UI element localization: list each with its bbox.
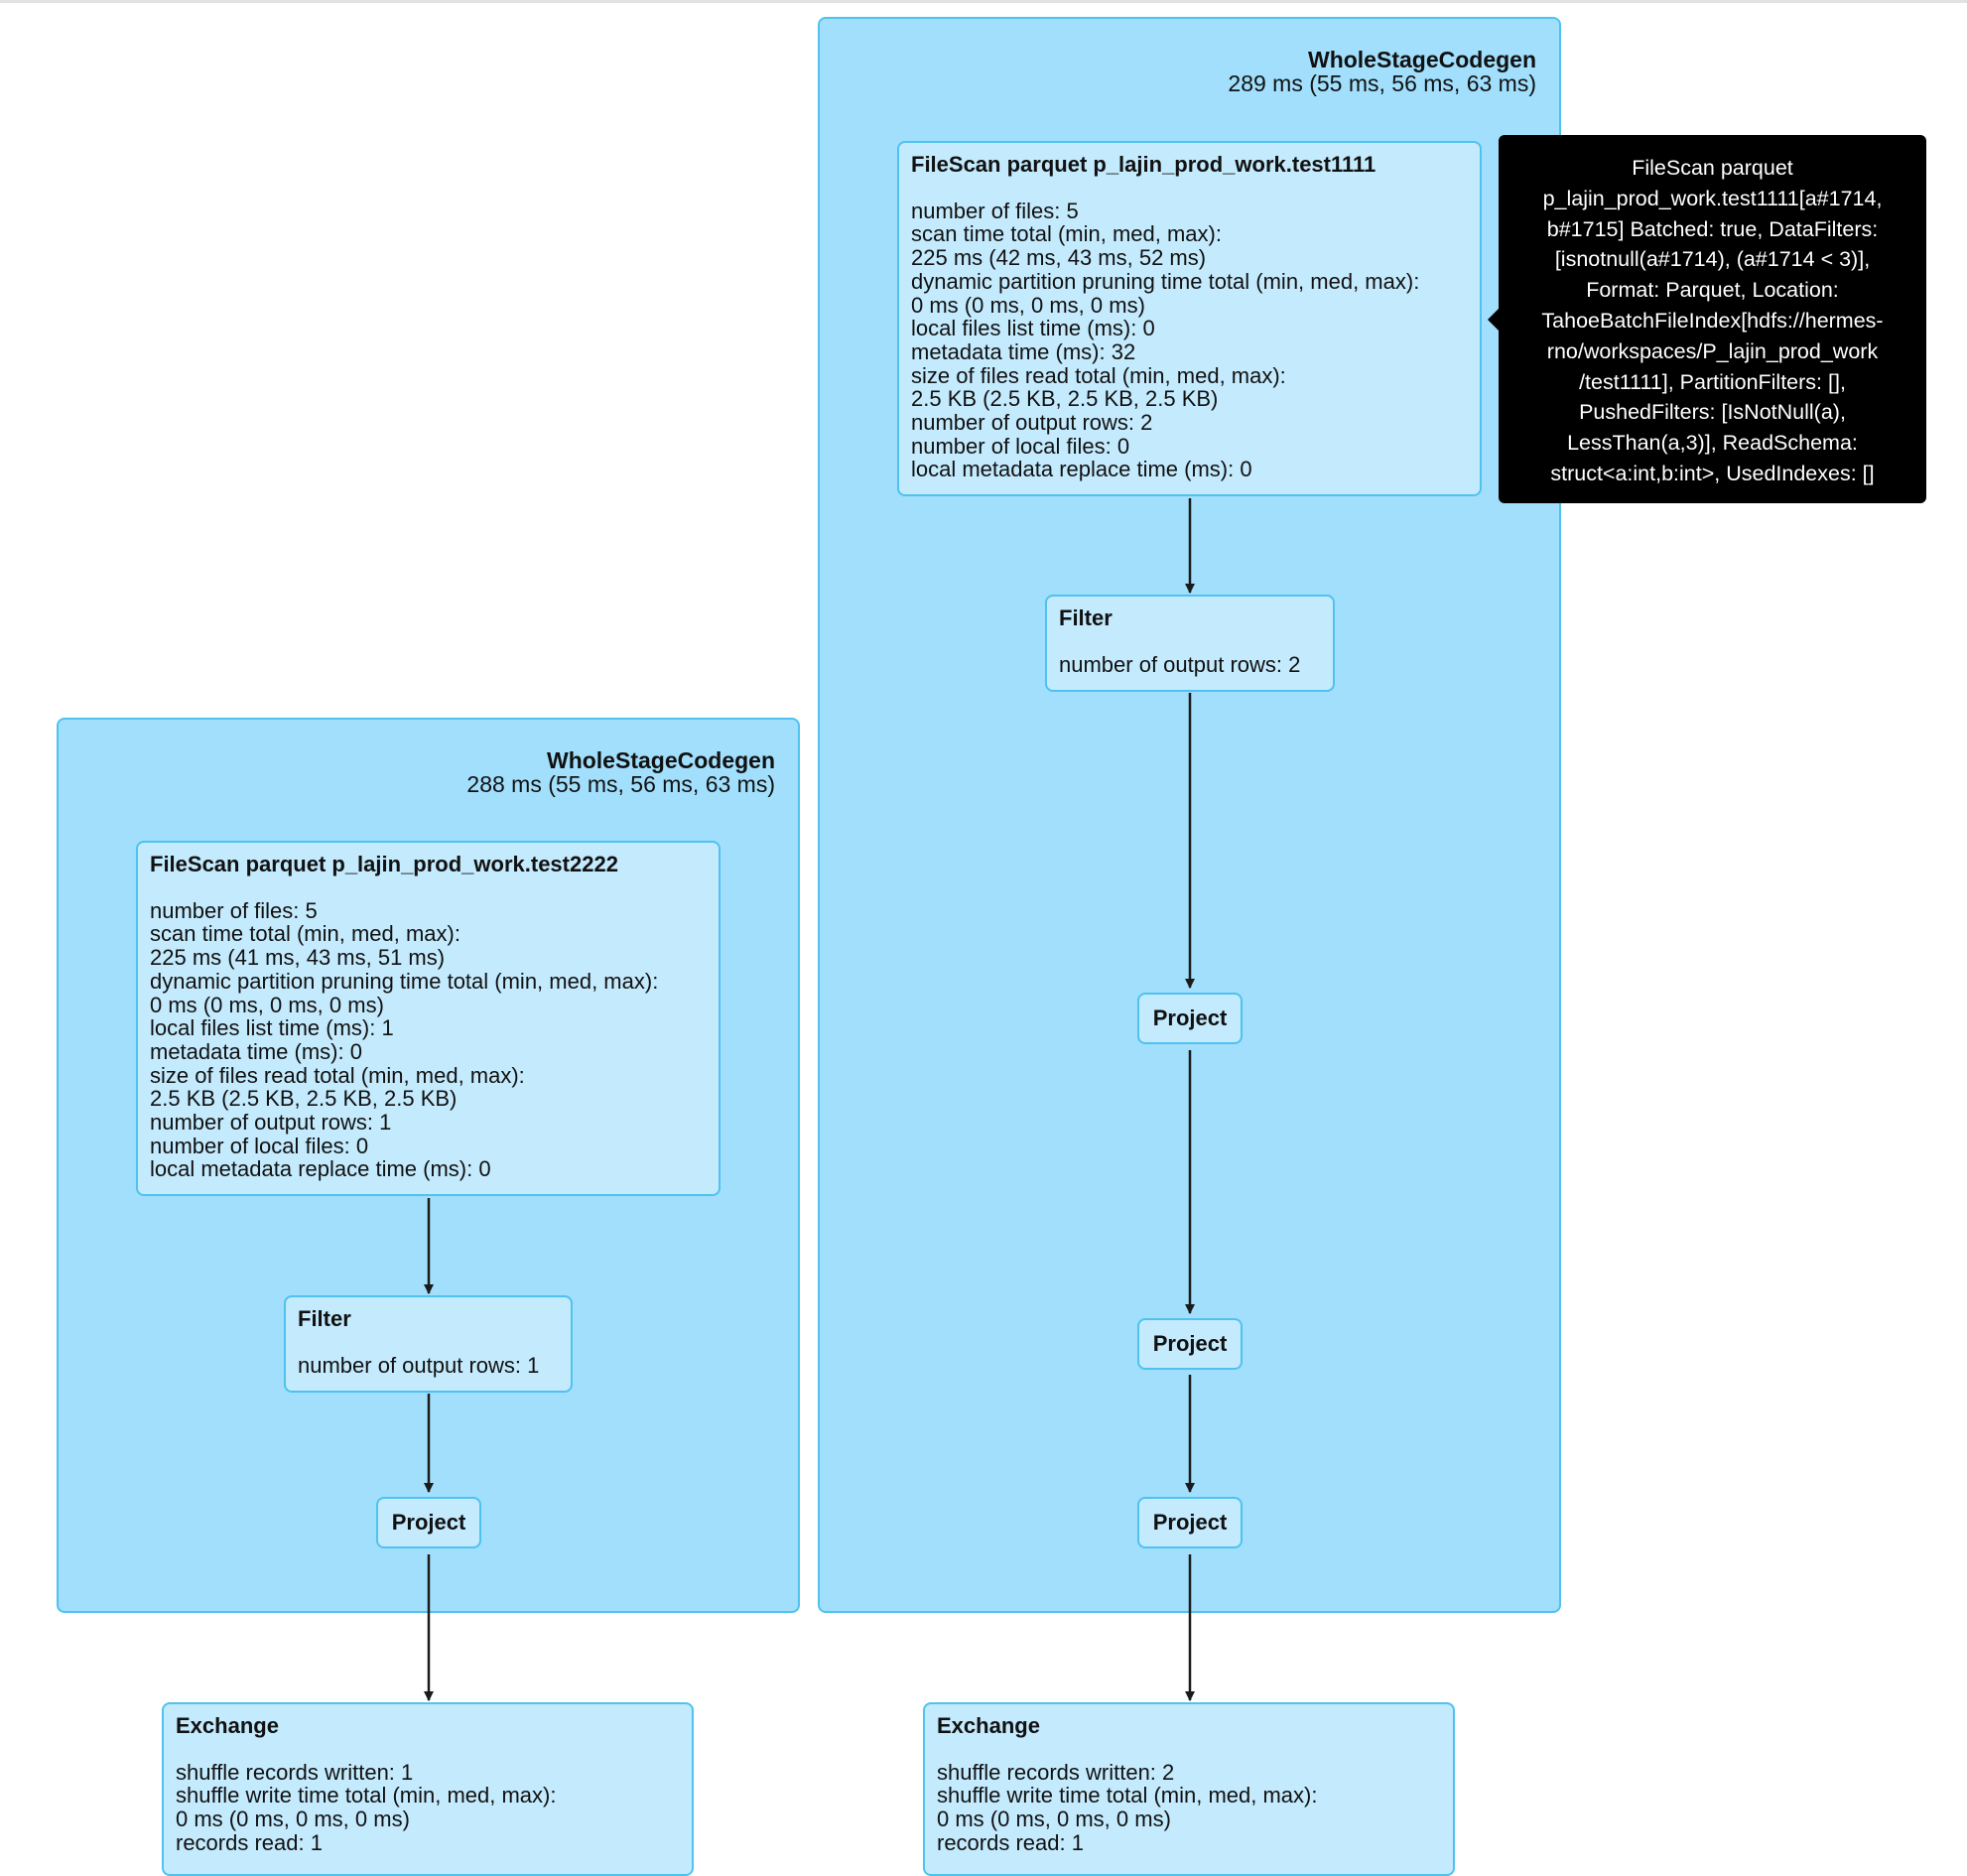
metric-line: metadata time (ms): 32 bbox=[911, 338, 1136, 364]
exchange-node-left[interactable]: Exchange shuffle records written: 1 shuf… bbox=[162, 1702, 694, 1876]
tooltip-line: LessThan(a,3)], ReadSchema: bbox=[1567, 431, 1858, 456]
filescan-node-right[interactable]: FileScan parquet p_lajin_prod_work.test1… bbox=[897, 141, 1482, 496]
metric-line: shuffle records written: 2 bbox=[937, 1759, 1175, 1785]
stage-metric-right: 289 ms (55 ms, 56 ms, 63 ms) bbox=[1228, 70, 1536, 96]
tooltip-line: struct<a:int,b:int>, UsedIndexes: [] bbox=[1550, 461, 1875, 485]
metric-line: dynamic partition pruning time total (mi… bbox=[150, 968, 659, 994]
tooltip-line: TahoeBatchFileIndex[hdfs://hermes- bbox=[1541, 308, 1884, 333]
metric-line: metadata time (ms): 0 bbox=[150, 1038, 362, 1064]
metric-line: 0 ms (0 ms, 0 ms, 0 ms) bbox=[937, 1807, 1171, 1832]
metric-line: 0 ms (0 ms, 0 ms, 0 ms) bbox=[176, 1807, 410, 1832]
exchange-title-right: Exchange bbox=[937, 1713, 1040, 1738]
metric-line: shuffle write time total (min, med, max)… bbox=[937, 1783, 1318, 1809]
metric-line: 0 ms (0 ms, 0 ms, 0 ms) bbox=[911, 292, 1145, 318]
tooltip-line: PushedFilters: [IsNotNull(a), bbox=[1579, 400, 1846, 425]
metric-line: scan time total (min, med, max): bbox=[150, 921, 460, 947]
filter-title-left: Filter bbox=[298, 1306, 351, 1331]
metric-line: number of local files: 0 bbox=[150, 1133, 369, 1158]
metric-line: records read: 1 bbox=[176, 1829, 323, 1855]
filescan-tooltip: FileScan parquet p_lajin_prod_work.test1… bbox=[1499, 135, 1926, 503]
metric-line: local metadata replace time (ms): 0 bbox=[150, 1156, 491, 1182]
stage-title-right: WholeStageCodegen bbox=[1307, 47, 1536, 72]
project-label: Project bbox=[1152, 1510, 1228, 1536]
project-node-right-2[interactable]: Project bbox=[1137, 1318, 1243, 1370]
metric-line: records read: 1 bbox=[937, 1829, 1084, 1855]
tooltip-line: /test1111], PartitionFilters: [], bbox=[1579, 369, 1846, 394]
metric-line: 0 ms (0 ms, 0 ms, 0 ms) bbox=[150, 992, 384, 1017]
metric-line: dynamic partition pruning time total (mi… bbox=[911, 268, 1420, 294]
project-node-right-3[interactable]: Project bbox=[1137, 1497, 1243, 1548]
tooltip-line: b#1715] Batched: true, DataFilters: bbox=[1546, 216, 1879, 241]
metric-line: shuffle write time total (min, med, max)… bbox=[176, 1783, 557, 1809]
metric-line: size of files read total (min, med, max)… bbox=[911, 362, 1286, 388]
tooltip-line: p_lajin_prod_work.test1111[a#1714, bbox=[1542, 186, 1883, 210]
filter-node-right[interactable]: Filter number of output rows: 2 bbox=[1045, 595, 1335, 692]
tooltip-line: rno/workspaces/P_lajin_prod_work bbox=[1546, 338, 1879, 363]
metric-line: local files list time (ms): 0 bbox=[911, 316, 1155, 341]
project-node-right-1[interactable]: Project bbox=[1137, 993, 1243, 1044]
project-label: Project bbox=[391, 1510, 466, 1536]
metric-line: number of files: 5 bbox=[150, 897, 318, 923]
filescan-node-left[interactable]: FileScan parquet p_lajin_prod_work.test2… bbox=[136, 841, 721, 1196]
filescan-title-right: FileScan parquet p_lajin_prod_work.test1… bbox=[911, 152, 1377, 177]
metric-line: scan time total (min, med, max): bbox=[911, 221, 1222, 247]
filter-metric-left: number of output rows: 1 bbox=[298, 1352, 540, 1378]
metric-line: local files list time (ms): 1 bbox=[150, 1015, 394, 1041]
project-label: Project bbox=[1152, 1005, 1228, 1031]
exchange-node-right[interactable]: Exchange shuffle records written: 2 shuf… bbox=[923, 1702, 1455, 1876]
project-node-left[interactable]: Project bbox=[376, 1497, 481, 1548]
metric-line: 2.5 KB (2.5 KB, 2.5 KB, 2.5 KB) bbox=[150, 1086, 458, 1112]
metric-line: local metadata replace time (ms): 0 bbox=[911, 457, 1252, 482]
metric-line: 2.5 KB (2.5 KB, 2.5 KB, 2.5 KB) bbox=[911, 386, 1219, 412]
stage-title-left: WholeStageCodegen bbox=[546, 747, 775, 773]
tooltip-arrow bbox=[1488, 309, 1499, 331]
metric-line: 225 ms (41 ms, 43 ms, 51 ms) bbox=[150, 945, 446, 971]
filter-node-left[interactable]: Filter number of output rows: 1 bbox=[284, 1295, 573, 1393]
tooltip-line: [isnotnull(a#1714), (a#1714 < 3)], bbox=[1554, 247, 1871, 272]
filter-title-right: Filter bbox=[1059, 605, 1113, 630]
metric-line: number of files: 5 bbox=[911, 198, 1079, 223]
filescan-title-left: FileScan parquet p_lajin_prod_work.test2… bbox=[150, 852, 618, 876]
metric-line: number of output rows: 1 bbox=[150, 1110, 392, 1136]
metric-line: 225 ms (42 ms, 43 ms, 52 ms) bbox=[911, 245, 1207, 271]
metric-line: number of local files: 0 bbox=[911, 433, 1130, 459]
stage-metric-left: 288 ms (55 ms, 56 ms, 63 ms) bbox=[466, 771, 775, 797]
exchange-title-left: Exchange bbox=[176, 1713, 279, 1738]
metric-line: number of output rows: 2 bbox=[911, 410, 1153, 436]
metric-line: shuffle records written: 1 bbox=[176, 1759, 414, 1785]
tooltip-line: Format: Parquet, Location: bbox=[1586, 278, 1839, 303]
tooltip-line: FileScan parquet bbox=[1632, 156, 1793, 180]
project-label: Project bbox=[1152, 1331, 1228, 1357]
filter-metric-right: number of output rows: 2 bbox=[1059, 651, 1301, 677]
metric-line: size of files read total (min, med, max)… bbox=[150, 1062, 525, 1088]
top-border bbox=[0, 0, 1967, 3]
